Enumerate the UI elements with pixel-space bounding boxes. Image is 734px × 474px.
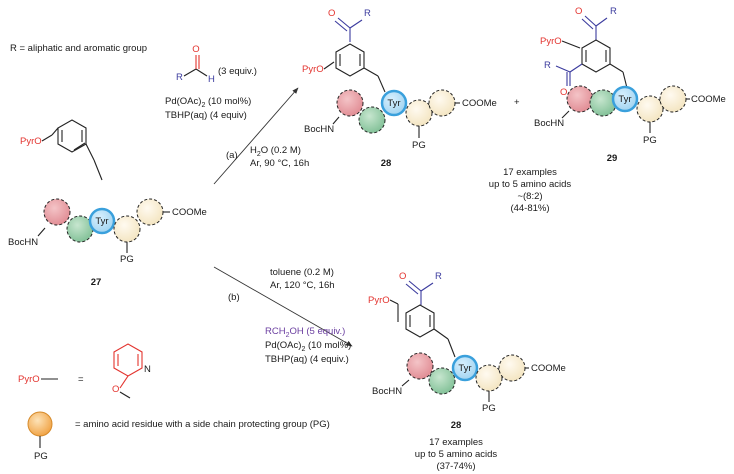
tyr-label: Tyr (618, 94, 631, 105)
results-a-examples: 17 examples (503, 167, 557, 178)
product-29: O R PyrO R O Tyr PG COOMe BocHN 29 (534, 6, 726, 164)
compound-27-number: 27 (91, 277, 102, 288)
route-a-conditions: Ar, 90 °C, 16h (250, 158, 309, 169)
pyro-label: PyrO (368, 295, 390, 306)
route-b-catalyst: Pd(OAc)2 (10 mol%) (265, 340, 351, 353)
product-28-bottom-number: 28 (451, 420, 462, 431)
route-b-alcohol: RCH2OH (5 equiv.) (265, 326, 345, 339)
pg-label: PG (482, 403, 496, 414)
aldehyde-structure: O R H (3 equiv.) (176, 44, 257, 85)
r-definition: R = aliphatic and aromatic group (10, 43, 147, 54)
pyro-label: PyrO (540, 36, 562, 47)
results-a-ratio: ~(8:2) (517, 191, 542, 202)
coome-label: COOMe (691, 94, 726, 105)
residue-ball-icon (27, 411, 53, 437)
coome-label: COOMe (172, 207, 207, 218)
route-b-oxidant: TBHP(aq) (4 equiv.) (265, 354, 349, 365)
tyr-label: Tyr (95, 216, 108, 227)
residue-pg-label: PG (34, 451, 48, 462)
coome-label: COOMe (462, 98, 497, 109)
results-b-scope: up to 5 amino acids (415, 449, 498, 460)
bochn-label: BocHN (372, 386, 402, 397)
r-label: R (435, 271, 442, 282)
results-b-yield: (37-74%) (436, 461, 475, 472)
methoxy-o: O (112, 384, 119, 395)
pyro-legend: PyrO = N O (18, 343, 151, 399)
pyro-label: PyrO (302, 64, 324, 75)
aldehyde-oxygen: O (192, 44, 199, 55)
bochn-label: BocHN (304, 124, 334, 135)
pg-label: PG (120, 254, 134, 265)
aldehyde-r: R (176, 72, 183, 83)
aldehyde-h: H (208, 74, 215, 85)
bochn-label: BocHN (8, 237, 38, 248)
product-28-bottom: O R PyrO Tyr PG COOMe BocHN 28 (368, 271, 566, 431)
results-a-yield: (44-81%) (510, 203, 549, 214)
coome-label: COOMe (531, 363, 566, 374)
route-b-label: (b) (228, 292, 240, 303)
arrow-a (213, 87, 299, 185)
arrow-b (213, 266, 353, 347)
route-a-label: (a) (226, 150, 238, 161)
compound-27: PyrO Tyr PG COOMe BocHN 27 (8, 119, 207, 288)
bochn-label: BocHN (534, 118, 564, 129)
pyro-legend-label: PyrO (18, 374, 40, 385)
pg-label: PG (412, 140, 426, 151)
pyro-legend-equals: = (78, 374, 84, 385)
oxygen-label: O (560, 87, 567, 98)
route-b-solvent: toluene (0.2 M) (270, 267, 334, 278)
pyridine-n: N (144, 364, 151, 375)
top-oxidant: TBHP(aq) (4 equiv) (165, 110, 247, 121)
results-b-examples: 17 examples (429, 437, 483, 448)
product-28-top: O R PyrO Tyr PG COOMe BocHN 28 (302, 8, 497, 169)
tyr-label: Tyr (387, 98, 400, 109)
pg-label: PG (643, 135, 657, 146)
product-28-number: 28 (381, 158, 392, 169)
r-label: R (544, 60, 551, 71)
oxygen-label: O (399, 271, 406, 282)
residue-legend: PG = amino acid residue with a side chai… (27, 411, 330, 462)
route-a-solvent: H2O (0.2 M) (250, 145, 301, 158)
route-b-conditions: Ar, 120 °C, 16h (270, 280, 335, 291)
results-a-scope: up to 5 amino acids (489, 179, 572, 190)
aldehyde-equiv: (3 equiv.) (218, 66, 257, 77)
plus-sign: + (514, 97, 520, 108)
tyr-label: Tyr (458, 363, 471, 374)
r-label: R (610, 6, 617, 17)
oxygen-label: O (575, 6, 582, 17)
pyro-label: PyrO (20, 136, 42, 147)
oxygen-label: O (328, 8, 335, 19)
r-label: R (364, 8, 371, 19)
top-catalyst: Pd(OAc)2 (10 mol%) (165, 96, 251, 109)
residue-definition: = amino acid residue with a side chain p… (75, 419, 330, 430)
product-29-number: 29 (607, 153, 618, 164)
